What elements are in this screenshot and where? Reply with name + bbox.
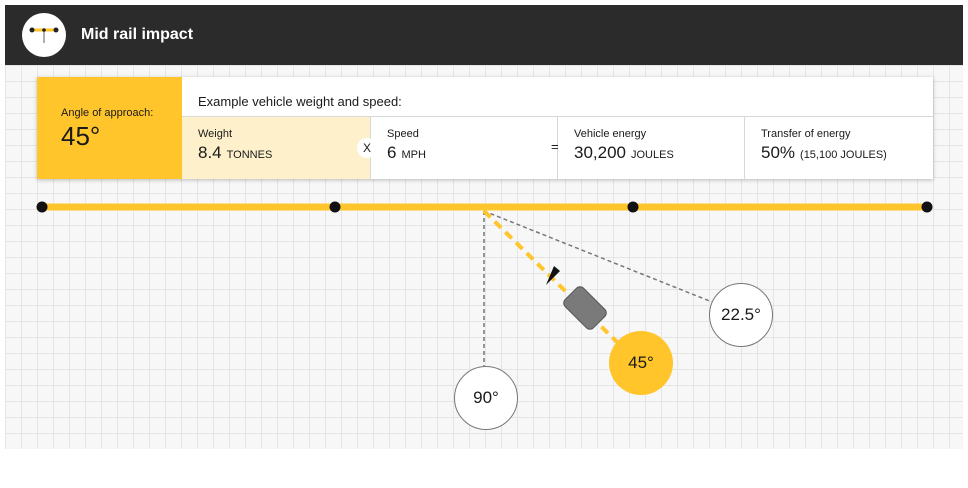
weight-unit: TONNES	[226, 149, 273, 161]
weight-number: 8.4	[198, 143, 222, 162]
info-panel: Angle of approach: 45° Example vehicle w…	[37, 77, 933, 179]
multiply-symbol: X	[357, 138, 377, 158]
path-22-5	[483, 210, 713, 303]
transfer-unit: (15,100 JOULES)	[800, 149, 887, 161]
example-label: Example vehicle weight and speed:	[198, 94, 402, 109]
rail-barrier-icon	[22, 13, 66, 57]
equals-symbol: =	[551, 139, 559, 154]
weight-cell: Weight 8.4 TONNES	[182, 116, 370, 179]
angle-of-approach-box: Angle of approach: 45°	[37, 77, 182, 179]
rail-post	[329, 201, 341, 213]
energy-value: 30,200 JOULES	[574, 143, 674, 163]
angle-option-45[interactable]: 45°	[609, 331, 673, 395]
transfer-number: 50%	[761, 143, 796, 162]
rail-post	[36, 201, 48, 213]
speed-cell: Speed 6 MPH	[370, 116, 557, 179]
energy-cell: Vehicle energy 30,200 JOULES	[557, 116, 744, 179]
transfer-cell: Transfer of energy 50% (15,100 JOULES)	[744, 116, 933, 179]
speed-unit: MPH	[401, 149, 426, 161]
speed-number: 6	[387, 143, 397, 162]
transfer-label: Transfer of energy	[761, 128, 851, 140]
rail-post	[921, 201, 933, 213]
vehicle-icon[interactable]	[562, 285, 609, 332]
rail-post	[627, 201, 639, 213]
weight-label: Weight	[198, 128, 233, 140]
angle-value: 45°	[61, 121, 101, 151]
page-title: Mid rail impact	[81, 26, 194, 43]
speed-label: Speed	[387, 128, 419, 140]
energy-label: Vehicle energy	[574, 128, 647, 140]
weight-value: 8.4 TONNES	[198, 143, 272, 163]
angle-option-22-5[interactable]: 22.5°	[709, 283, 773, 347]
angle-label: Angle of approach:	[61, 107, 154, 119]
direction-arrow-icon	[546, 266, 560, 285]
app-header: Mid rail impact	[5, 5, 963, 65]
angle-option-90[interactable]: 90°	[454, 366, 518, 430]
energy-number: 30,200	[574, 143, 626, 162]
transfer-value: 50% (15,100 JOULES)	[761, 143, 887, 163]
speed-value: 6 MPH	[387, 143, 426, 163]
energy-unit: JOULES	[631, 149, 674, 161]
